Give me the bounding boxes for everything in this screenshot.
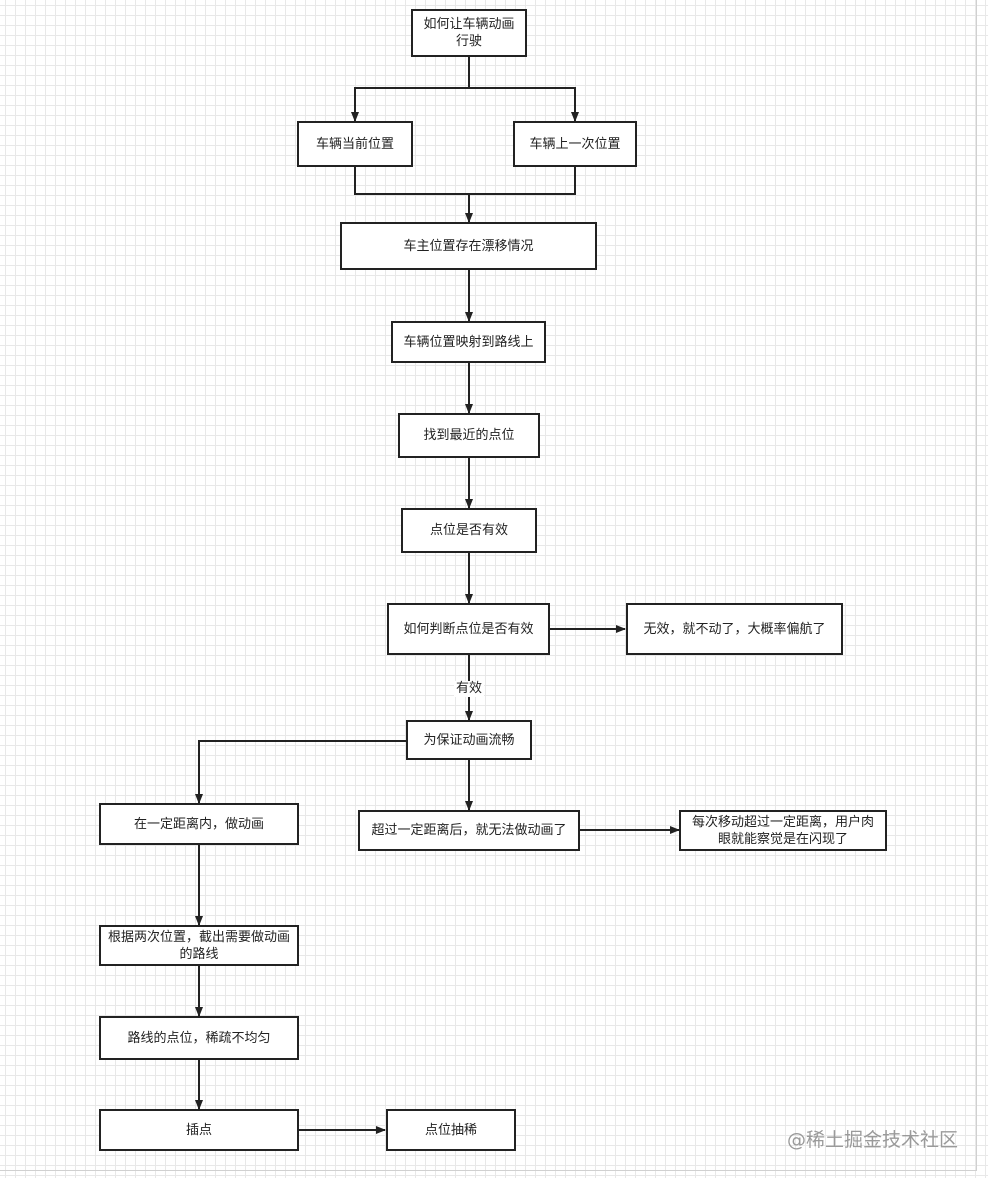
edge-current-to-drift <box>354 167 473 223</box>
node-map-to-route[interactable]: 车辆位置映射到路线上 <box>391 321 546 363</box>
node-how-judge[interactable]: 如何判断点位是否有效 <box>387 603 550 655</box>
node-ensure-smooth[interactable]: 为保证动画流畅 <box>406 720 532 760</box>
edge-start-to-last <box>469 87 579 122</box>
node-drift[interactable]: 车主位置存在漂移情况 <box>340 222 597 270</box>
watermark-text: @稀土掘金技术社区 <box>786 1129 958 1151</box>
edge-start-to-current <box>351 57 470 122</box>
node-invalid-result[interactable]: 无效，就不动了，大概率偏航了 <box>626 603 843 655</box>
node-flicker-note[interactable]: 每次移动超过一定距离，用户肉眼就能察觉是在闪现了 <box>679 810 887 851</box>
edge-label-valid: 有效 <box>454 681 485 697</box>
node-interpolate[interactable]: 插点 <box>99 1109 299 1151</box>
node-beyond-distance[interactable]: 超过一定距离后，就无法做动画了 <box>358 810 580 851</box>
node-nearest-point[interactable]: 找到最近的点位 <box>398 413 540 458</box>
node-sparse-points[interactable]: 路线的点位，稀疏不均匀 <box>99 1016 299 1060</box>
node-current-position[interactable]: 车辆当前位置 <box>297 121 413 167</box>
node-last-position[interactable]: 车辆上一次位置 <box>513 121 637 167</box>
node-cut-route[interactable]: 根据两次位置，截出需要做动画的路线 <box>99 925 299 966</box>
edge-last-to-drift <box>469 167 576 195</box>
node-point-valid[interactable]: 点位是否有效 <box>401 508 537 553</box>
node-within-distance[interactable]: 在一定距离内，做动画 <box>99 803 299 845</box>
edge-smooth-to-within <box>195 740 406 804</box>
node-thin-points[interactable]: 点位抽稀 <box>386 1109 516 1151</box>
node-start[interactable]: 如何让车辆动画行驶 <box>411 9 527 57</box>
